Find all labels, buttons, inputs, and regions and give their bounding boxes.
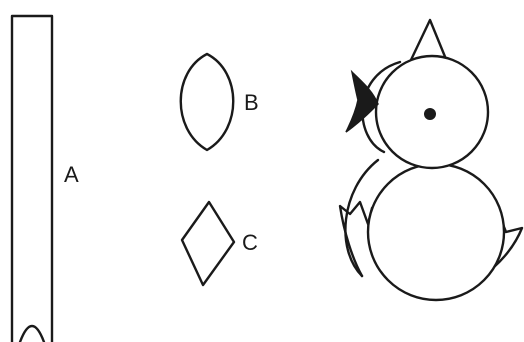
eye-dot bbox=[424, 108, 436, 120]
label-b: B bbox=[244, 90, 259, 115]
label-a: A bbox=[64, 162, 79, 187]
piece-b-leaf bbox=[181, 54, 234, 150]
piece-a-strip bbox=[12, 16, 52, 342]
assembled-chick bbox=[340, 20, 522, 300]
label-c: C bbox=[242, 230, 258, 255]
body-circle bbox=[368, 164, 504, 300]
piece-c-diamond bbox=[182, 202, 234, 285]
